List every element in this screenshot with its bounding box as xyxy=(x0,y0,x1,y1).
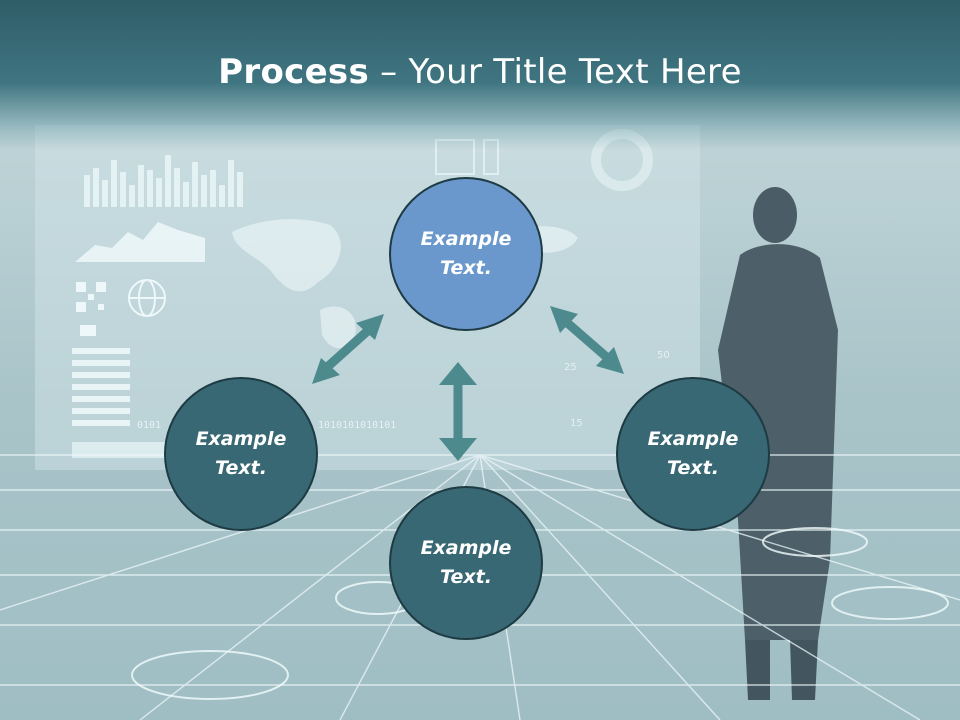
arrow-head-right-upper xyxy=(550,306,578,333)
arrow-head-up xyxy=(439,362,477,385)
title-bar xyxy=(0,0,960,150)
node-line-1: Example xyxy=(195,428,287,450)
world-map xyxy=(232,219,578,349)
globe-icon xyxy=(128,279,166,317)
hud-tick-label-2: 50 xyxy=(657,350,670,361)
title-rest: – Your Title Text Here xyxy=(369,52,742,92)
arrow-head-left-lower xyxy=(312,358,340,384)
title-bold: Process xyxy=(218,52,370,92)
binary-text-left: 0101 xyxy=(137,420,161,431)
node-line-1: Example xyxy=(647,428,739,450)
hud-bar-chart xyxy=(84,155,243,207)
arrow-top-right xyxy=(561,316,613,364)
hud-area-chart xyxy=(75,222,205,262)
qr-code-icon xyxy=(76,282,106,312)
hud-text-lines xyxy=(72,348,130,426)
arrow-head-right-lower xyxy=(596,347,624,374)
node-line-2: Text. xyxy=(440,257,492,279)
node-line-2: Text. xyxy=(667,457,719,479)
process-node-bottom[interactable]: Example Text. xyxy=(389,486,543,640)
binary-text-mid: 1010101010101 xyxy=(318,420,396,431)
node-line-1: Example xyxy=(420,228,512,250)
process-node-right[interactable]: Example Text. xyxy=(616,377,770,531)
slide-title: Process – Your Title Text Here xyxy=(0,52,960,92)
node-line-1: Example xyxy=(420,537,512,559)
arrow-head-left-upper xyxy=(356,314,384,340)
folder-icon xyxy=(80,325,96,336)
arrow-top-left xyxy=(320,323,376,374)
hud-tick-label-3: 15 xyxy=(570,418,583,429)
process-node-top[interactable]: Example Text. xyxy=(389,177,543,331)
process-node-left[interactable]: Example Text. xyxy=(164,377,318,531)
arrow-head-down xyxy=(439,438,477,461)
node-line-2: Text. xyxy=(215,457,267,479)
hud-tick-label-1: 25 xyxy=(564,362,577,373)
node-line-2: Text. xyxy=(440,566,492,588)
